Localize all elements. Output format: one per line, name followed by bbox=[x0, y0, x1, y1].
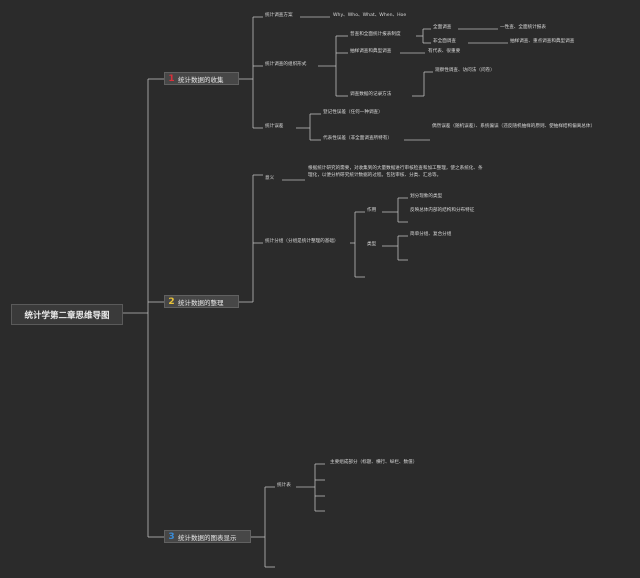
branch-collect-label: 统计数据的收集 bbox=[178, 75, 224, 84]
branch-organize[interactable]: 2 统计数据的整理 bbox=[164, 295, 239, 308]
node-meaning-text: 根据统计研究的需要，对收集到的大量数据进行审核检查和加工整理，使之系统化、条理化… bbox=[308, 166, 483, 178]
node-survey-forms[interactable]: 统计调查的组织形式 bbox=[265, 62, 307, 67]
node-grouping[interactable]: 统计分组（分组是统计整理的基础） bbox=[265, 239, 339, 244]
node-census[interactable]: 普查和全面统计报表制度 bbox=[350, 32, 401, 37]
node-stat-error[interactable]: 统计误差 bbox=[265, 124, 284, 129]
node-types-detail: 简单分组、复合分组 bbox=[410, 232, 452, 237]
node-role-type: 划分现象的类型 bbox=[410, 194, 443, 199]
branch-display[interactable]: 3 统计数据的图表显示 bbox=[164, 530, 251, 543]
node-sampling[interactable]: 抽样调查和典型调查 bbox=[350, 49, 392, 54]
node-sampling-detail: 有代表、很重要 bbox=[428, 49, 461, 54]
branch-display-label: 统计数据的图表显示 bbox=[178, 533, 237, 542]
node-registration-error[interactable]: 登记性误差（任何一种调查） bbox=[323, 110, 383, 115]
branch-organize-label: 统计数据的整理 bbox=[178, 298, 224, 307]
node-survey-plan-detail: Why、Who、What、When、Hoe bbox=[333, 13, 407, 18]
node-grouping-role[interactable]: 作用 bbox=[367, 208, 377, 213]
node-representative-error-detail: 偶然误差（随机误差）、系统偏误（违反随机抽样的原则、使抽样结构偏离总体） bbox=[432, 124, 596, 129]
branch-collect[interactable]: 1 统计数据的收集 bbox=[164, 72, 239, 85]
node-full-survey[interactable]: 全面调查 bbox=[433, 25, 452, 30]
node-partial-survey-detail: 抽样调查、重点调查和典型调查 bbox=[510, 39, 575, 44]
number-badge-1: 1 bbox=[168, 73, 175, 84]
node-record-methods[interactable]: 调查数据的记录方法 bbox=[350, 92, 392, 97]
node-grouping-types[interactable]: 类型 bbox=[367, 242, 377, 247]
node-full-survey-detail: 一性查、全面统计报表 bbox=[500, 25, 546, 30]
node-meaning[interactable]: 意义 bbox=[265, 176, 275, 181]
node-table-parts: 主要组成部分（标题、横行、纵栏、数值） bbox=[330, 460, 418, 465]
number-badge-3: 3 bbox=[168, 531, 175, 542]
node-stat-table[interactable]: 统计表 bbox=[277, 483, 291, 488]
node-role-structure: 反映总体内部的结构和分布特征 bbox=[410, 208, 475, 213]
root-node[interactable]: 统计学第二章思维导图 bbox=[11, 304, 123, 325]
number-badge-2: 2 bbox=[168, 296, 175, 307]
node-record-methods-detail: 观察性调查、访问法（问卷） bbox=[435, 68, 495, 73]
node-partial-survey[interactable]: 非全面调查 bbox=[433, 39, 456, 44]
node-representative-error[interactable]: 代表性误差（非全面调查所特有） bbox=[323, 136, 392, 141]
node-survey-plan[interactable]: 统计调查方案 bbox=[265, 13, 293, 18]
